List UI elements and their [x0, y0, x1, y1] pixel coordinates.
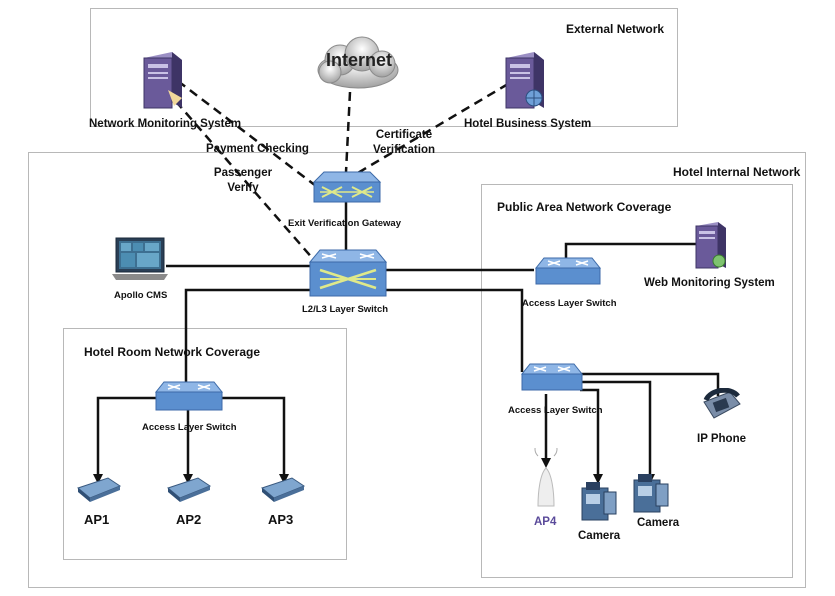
ap2-access-point-icon	[166, 477, 212, 502]
camera-1-label: Camera	[578, 530, 621, 542]
network-monitoring-server-icon	[143, 52, 182, 109]
passenger-verify-label-line2: Verify	[227, 182, 259, 194]
ap2-label: AP2	[176, 512, 202, 527]
camera-icon	[581, 482, 617, 521]
exit-gateway-label: Exit Verification Gateway	[288, 218, 401, 229]
web-monitoring-server-icon	[695, 222, 726, 269]
public-area-title: Public Area Network Coverage	[497, 200, 672, 214]
laptop-icon	[112, 237, 168, 280]
passenger-verify-label-line1: Passenger	[213, 167, 273, 179]
public-switch-1-label: Access Layer Switch	[522, 298, 617, 309]
apollo-cms-label: Apollo CMS	[114, 290, 168, 301]
hotel-business-label: Hotel Business System	[464, 118, 592, 130]
exit-gateway-icon	[312, 171, 382, 203]
external-network-title: External Network	[566, 22, 665, 36]
payment-checking-label: Payment Checking	[206, 143, 309, 155]
camera-icon	[633, 474, 669, 513]
ap4-access-point-icon	[534, 448, 558, 507]
ap4-label: AP4	[534, 516, 557, 528]
ip-phone-icon	[703, 388, 741, 419]
hotel-room-title: Hotel Room Network Coverage	[84, 345, 261, 359]
ip-phone-label: IP Phone	[697, 433, 746, 445]
public-switch-2-label: Access Layer Switch	[508, 405, 603, 416]
certificate-verification-label-line2: Verification	[373, 144, 435, 156]
ap3-label: AP3	[268, 512, 294, 527]
hotel-business-server-icon	[505, 52, 544, 109]
camera-2-label: Camera	[637, 517, 680, 529]
access-switch-icon	[154, 381, 224, 411]
internet-cloud-icon	[317, 36, 399, 89]
ap1-access-point-icon	[76, 477, 122, 502]
web-monitoring-label: Web Monitoring System	[644, 277, 775, 289]
hotel-room-zone	[63, 328, 347, 560]
core-switch-label: L2/L3 Layer Switch	[302, 304, 389, 315]
hotel-internal-network-title: Hotel Internal Network	[673, 165, 801, 179]
room-switch-label: Access Layer Switch	[142, 422, 237, 433]
access-switch-icon	[520, 363, 584, 391]
ap3-access-point-icon	[260, 477, 306, 502]
access-switch-icon	[534, 257, 602, 285]
ap1-label: AP1	[84, 512, 110, 527]
internet-label: Internet	[326, 50, 393, 70]
network-monitoring-label: Network Monitoring System	[89, 118, 242, 130]
core-switch-icon	[308, 249, 388, 297]
certificate-verification-label-line1: Certificate	[375, 129, 433, 141]
